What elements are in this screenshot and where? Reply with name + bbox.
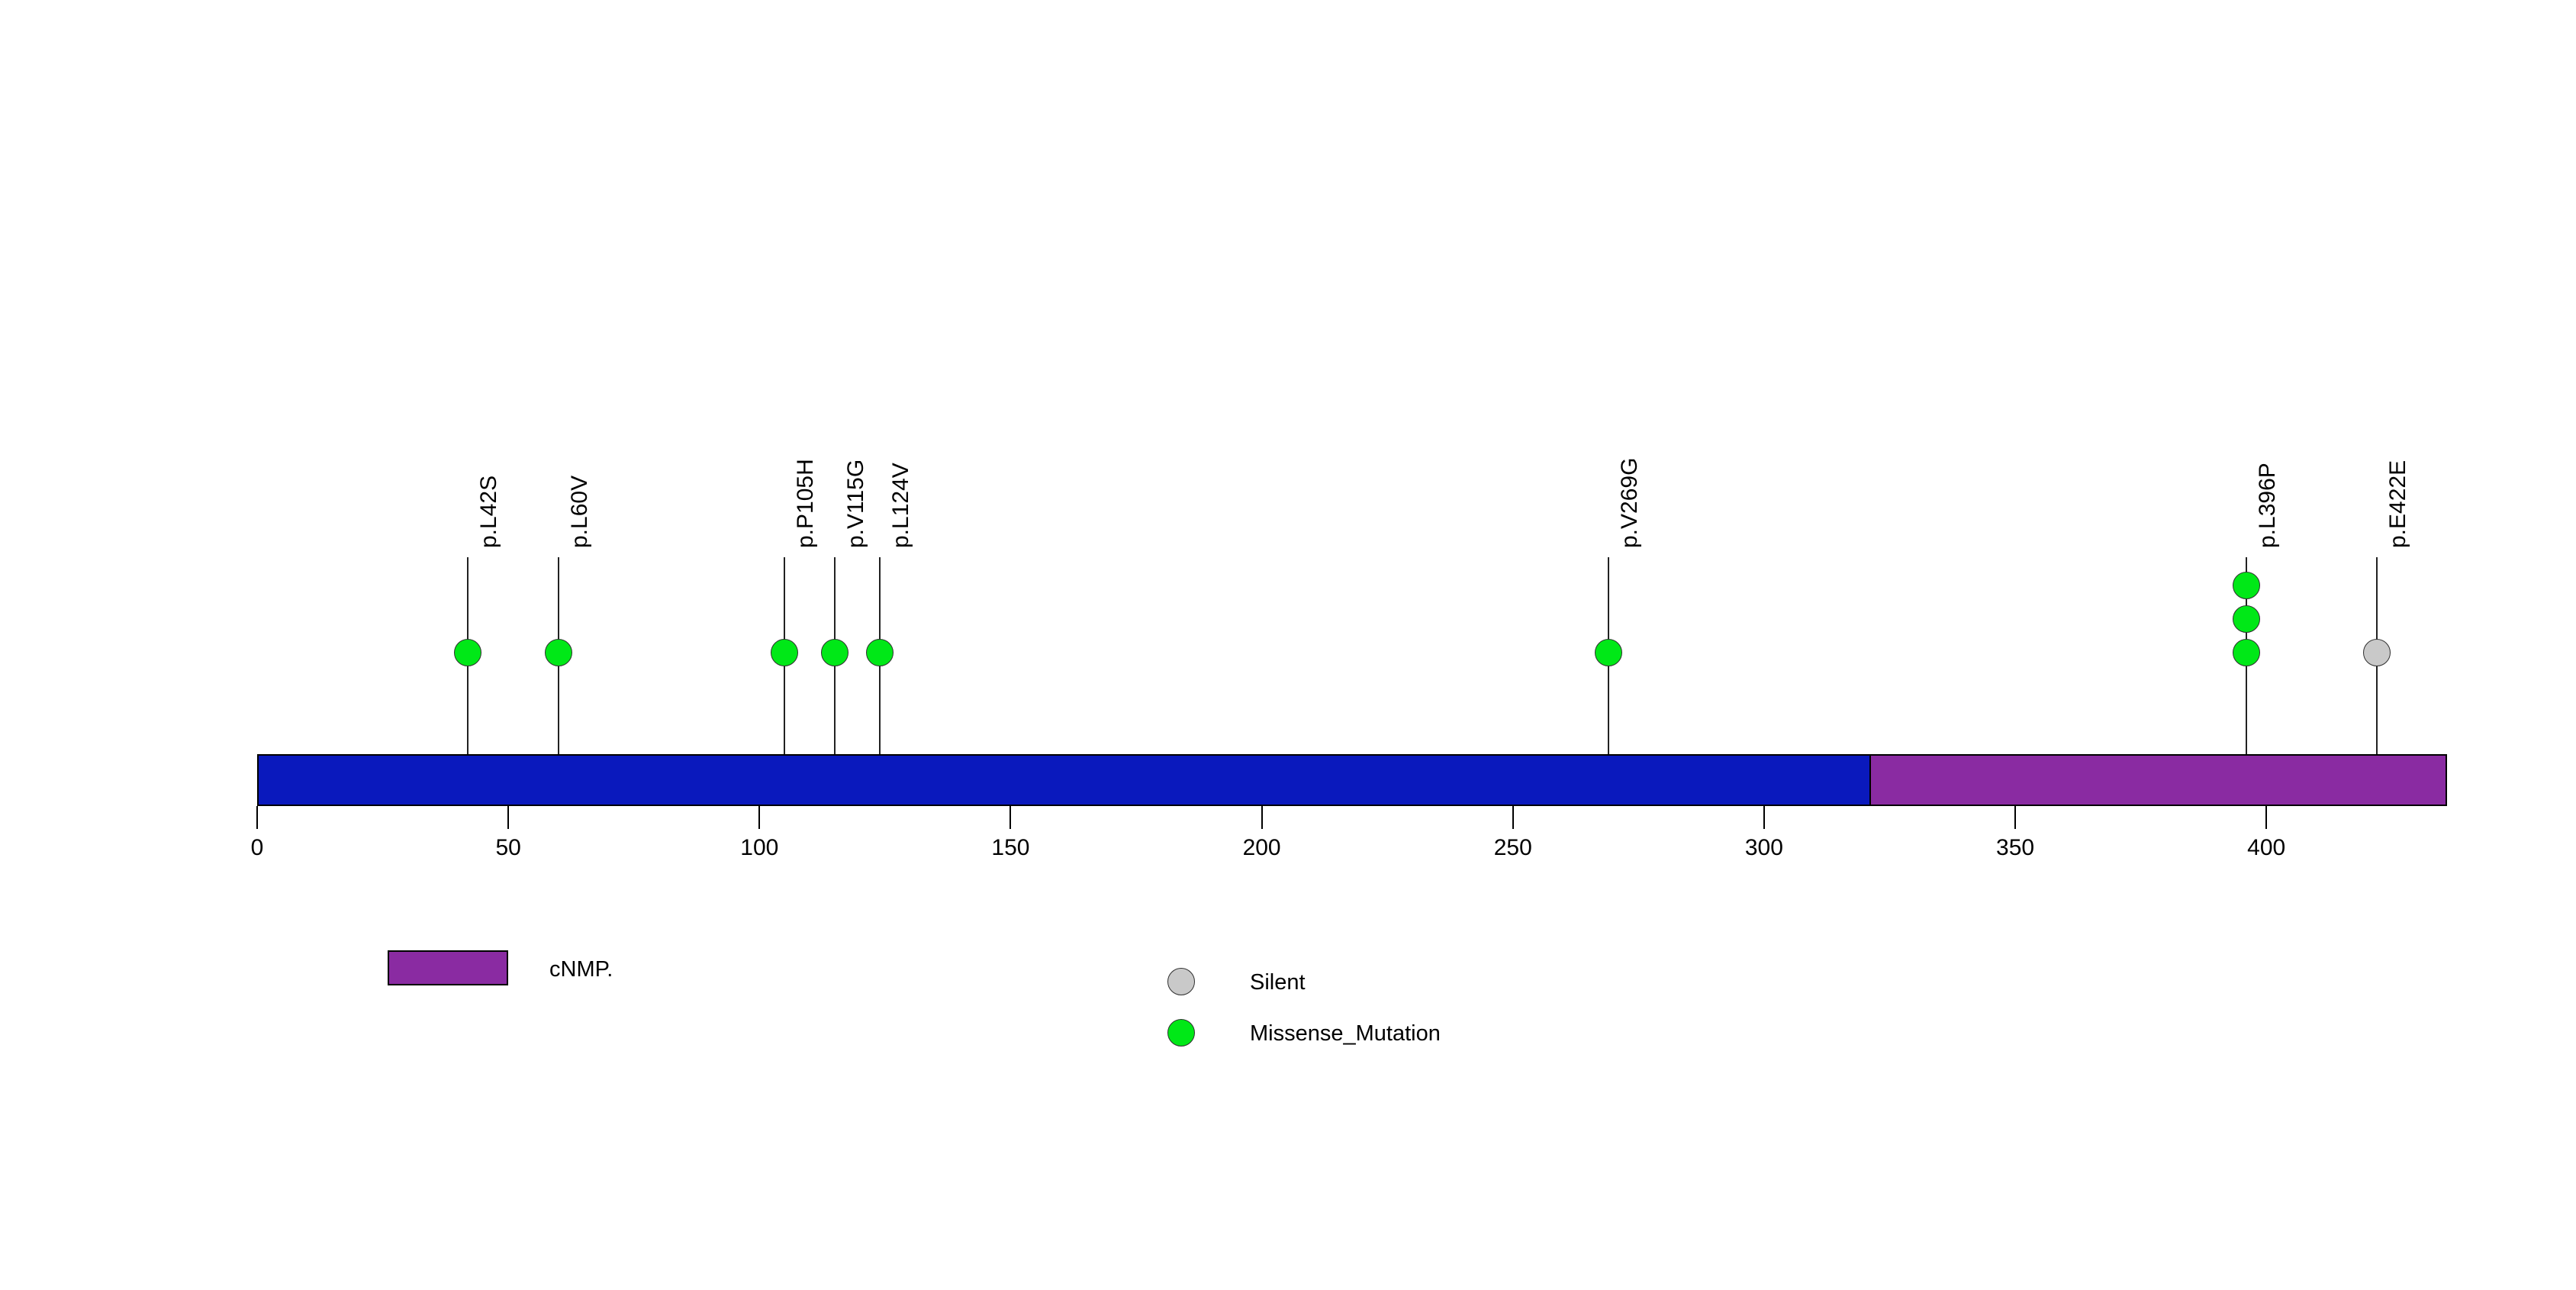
- lollipop-dot[interactable]: [866, 639, 894, 666]
- lollipop-dot[interactable]: [2232, 639, 2260, 666]
- lollipop-dot[interactable]: [544, 639, 572, 666]
- legend-label-mutation: Missense_Mutation: [1250, 1021, 1441, 1046]
- lollipop-stem: [834, 557, 836, 806]
- axis-tick: [1512, 806, 1514, 829]
- legend-label-domain: cNMP.: [549, 957, 613, 982]
- lollipop-dot[interactable]: [771, 639, 799, 666]
- axis-tick-label: 100: [740, 835, 779, 860]
- axis-tick: [2265, 806, 2268, 829]
- lollipop-stem: [467, 557, 469, 806]
- lollipop-stem: [784, 557, 786, 806]
- axis-tick: [1009, 806, 1012, 829]
- axis-tick-label: 400: [2247, 835, 2286, 860]
- lollipop-dot[interactable]: [2232, 605, 2260, 633]
- lollipop-label: p.V115G: [843, 459, 869, 548]
- axis-tick-label: 200: [1242, 835, 1281, 860]
- axis-tick: [1261, 806, 1263, 829]
- axis-tick-label: 350: [1996, 835, 2035, 860]
- lollipop-stem: [2245, 557, 2247, 806]
- lollipop-label: p.P105H: [793, 459, 819, 548]
- axis-tick: [507, 806, 510, 829]
- lollipop-dot[interactable]: [2232, 572, 2260, 599]
- legend-swatch-mutation: [1167, 968, 1195, 995]
- lollipop-label: p.L42S: [476, 475, 502, 548]
- axis-tick: [256, 806, 258, 829]
- lollipop-stem: [2376, 557, 2378, 806]
- lollipop-label: p.L60V: [566, 475, 592, 548]
- axis-tick: [2014, 806, 2017, 829]
- lollipop-stem: [1607, 557, 1609, 806]
- legend-swatch-domain: [388, 950, 508, 985]
- lollipop-label: p.V269G: [1616, 457, 1642, 548]
- axis-tick-label: 250: [1493, 835, 1532, 860]
- lollipop-dot[interactable]: [1594, 639, 1622, 666]
- lollipop-dot[interactable]: [2363, 639, 2391, 666]
- protein-domain-cnmp[interactable]: [1869, 754, 2448, 806]
- axis-tick-label: 300: [1744, 835, 1783, 860]
- lollipop-label: p.E422E: [2385, 460, 2411, 548]
- axis-tick-label: 50: [495, 835, 521, 860]
- axis-tick: [758, 806, 761, 829]
- lollipop-stem: [557, 557, 559, 806]
- lollipop-dot[interactable]: [821, 639, 849, 666]
- axis-tick-label: 0: [250, 835, 264, 860]
- axis-tick: [1763, 806, 1765, 829]
- lollipop-label: p.L124V: [888, 463, 914, 548]
- lollipop-label: p.L396P: [2254, 463, 2280, 548]
- legend-swatch-mutation: [1167, 1019, 1195, 1047]
- lollipop-stem: [879, 557, 881, 806]
- axis-tick-label: 150: [991, 835, 1030, 860]
- lollipop-dot[interactable]: [454, 639, 482, 666]
- legend-label-mutation: Silent: [1250, 970, 1306, 995]
